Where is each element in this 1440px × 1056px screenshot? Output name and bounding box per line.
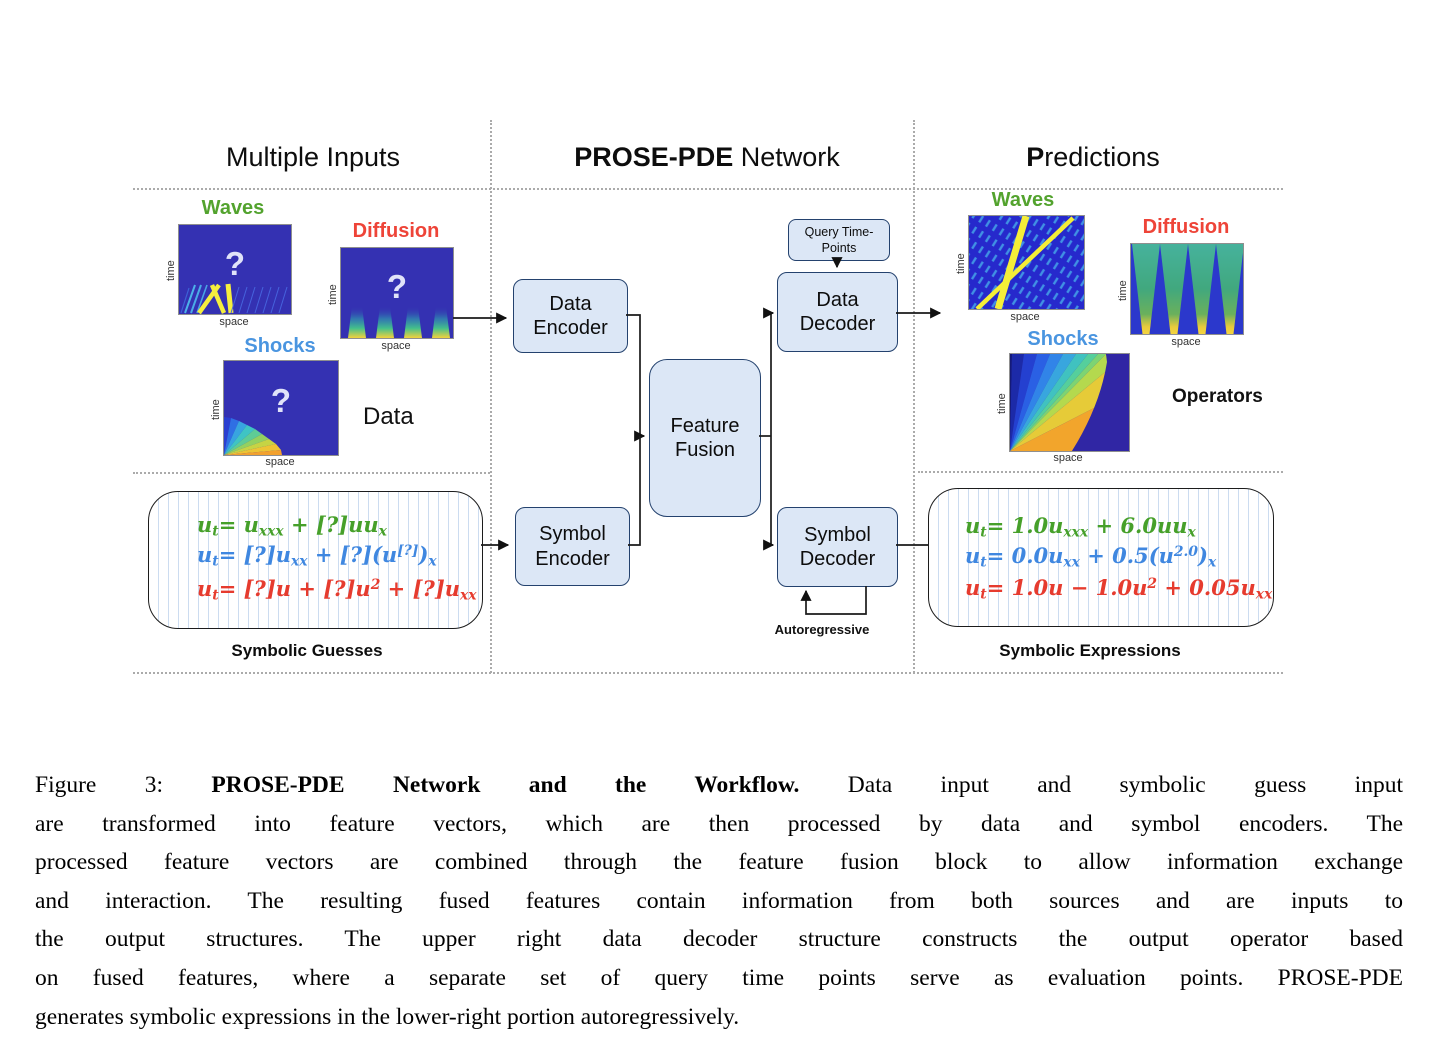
guess-equation-waves: ut= uxxx + [?]uux: [197, 512, 387, 540]
waves-input-space-axis: space: [219, 316, 249, 328]
figure-caption: Figure 3: PROSE-PDE Network and the Work…: [35, 766, 1403, 1036]
waves-prediction-space-axis: space: [1010, 311, 1040, 323]
operators-label: Operators: [1172, 386, 1263, 408]
caption-line-3: processed feature vectors are combined t…: [35, 849, 1403, 876]
header-predictions: Predictions: [1026, 142, 1160, 173]
diffusion-unknown-mark: ?: [386, 267, 408, 305]
caption-line-4: and interaction. The resulting fused fea…: [35, 887, 1403, 914]
shocks-input-plot: [224, 361, 338, 455]
header-prose-pde-network: PROSE-PDE Network: [574, 142, 840, 173]
connector-data-encoder-to-fusion: [626, 314, 646, 442]
symbol-decoder-label: Symbol Decoder: [799, 523, 876, 570]
data-decoder-block: Data Decoder: [777, 272, 898, 352]
diffusion-prediction-heatmap: [1130, 243, 1244, 335]
diffusion-prediction-time-axis: time: [1117, 280, 1129, 301]
header-predictions-bold: P: [1026, 142, 1045, 172]
data-label: Data: [363, 403, 414, 430]
query-time-points-label: Query Time-Points: [804, 224, 874, 255]
connector-fusion-to-symbol-decoder: [763, 436, 775, 551]
query-time-points-block: Query Time-Points: [788, 219, 890, 261]
header-multiple-inputs-text: Multiple Inputs: [225, 142, 401, 172]
shocks-prediction-space-axis: space: [1053, 452, 1083, 464]
divider-bottom: [133, 672, 1283, 674]
symbolic-expressions-caption: Symbolic Expressions: [999, 641, 1180, 661]
diffusion-input-plot: [341, 248, 453, 338]
caption-line-6: on fused features, where a separate set …: [35, 964, 1403, 991]
waves-prediction-plot: [969, 216, 1084, 309]
data-encoder-block: Data Encoder: [513, 279, 628, 353]
caption-figure-number: Figure 3:: [35, 772, 212, 798]
header-multiple-inputs: Multiple Inputs: [226, 142, 400, 173]
data-encoder-label: Data Encoder: [533, 292, 608, 339]
diffusion-input-heatmap: ?: [340, 247, 454, 339]
waves-prediction-heatmap: [968, 215, 1085, 310]
symbolic-expressions-box: ut= 1.0uxxx + 6.0uux ut= 0.0uxx + 0.5(u2…: [928, 488, 1274, 627]
shocks-input-time-axis: time: [210, 399, 222, 420]
waves-input-plot: [179, 225, 291, 314]
expr-caption-s: S: [999, 641, 1011, 660]
divider-top: [133, 188, 1283, 190]
shocks-input-heatmap: ?: [223, 360, 339, 456]
waves-unknown-mark: ?: [224, 244, 246, 282]
waves-input-label: Waves: [201, 197, 265, 219]
data-decoder-label: Data Decoder: [799, 288, 876, 335]
guess-equation-shocks: ut= [?]u + [?]u2 + [?]uxx: [197, 576, 477, 604]
expr-caption-e: E: [1079, 641, 1091, 660]
shocks-prediction-plot: [1010, 354, 1129, 451]
feature-fusion-label: Feature Fusion: [670, 414, 740, 461]
expression-equation-waves: ut= 1.0uxxx + 6.0uux: [965, 513, 1196, 541]
shocks-input-label: Shocks: [244, 335, 316, 357]
shocks-prediction-heatmap: [1009, 353, 1130, 452]
diffusion-prediction-space-axis: space: [1171, 336, 1201, 348]
header-network-rest: Network: [733, 142, 840, 172]
shocks-prediction-label: Shocks: [1027, 328, 1099, 350]
diffusion-prediction-label: Diffusion: [1142, 216, 1230, 238]
caption-line-7: generates symbolic expressions in the lo…: [35, 1003, 740, 1030]
loop-autoregressive: [800, 586, 867, 615]
diffusion-input-space-axis: space: [381, 340, 411, 352]
symbol-encoder-label: Symbol Encoder: [535, 523, 610, 570]
header-network-bold: PROSE-PDE: [574, 142, 734, 172]
shocks-input-space-axis: space: [265, 456, 295, 468]
caption-line-5: the output structures. The upper right d…: [35, 926, 1403, 953]
header-predictions-rest: redictions: [1044, 142, 1160, 172]
expression-equation-shocks: ut= 1.0u − 1.0u2 + 0.05uxx: [965, 575, 1273, 603]
operators-label-bold: O: [1172, 386, 1187, 407]
waves-input-heatmap: ?: [178, 224, 292, 315]
caption-line-1: Figure 3: PROSE-PDE Network and the Work…: [35, 766, 1403, 805]
divider-vertical-left: [490, 120, 492, 673]
expr-caption-xpressions: xpressions: [1090, 641, 1181, 660]
waves-prediction-label: Waves: [991, 189, 1055, 211]
diffusion-prediction-plot: [1131, 244, 1243, 334]
autoregressive-label: Autoregressive: [774, 622, 870, 637]
divider-vertical-right: [913, 120, 915, 673]
caption-title-bold: PROSE-PDE Network and the Workflow.: [211, 772, 800, 798]
divider-mid-right: [918, 471, 1283, 473]
symbol-decoder-block: Symbol Decoder: [777, 507, 898, 587]
caption-line-1-rest: Data input and symbolic guess input: [799, 772, 1403, 798]
guess-equation-diffusion: ut= [?]uxx + [?](u[?])x: [197, 542, 437, 570]
divider-mid-left: [133, 472, 490, 474]
feature-fusion-block: Feature Fusion: [649, 359, 761, 517]
expr-caption-ymbolic: ymbolic: [1010, 641, 1080, 660]
symbol-encoder-block: Symbol Encoder: [515, 507, 630, 586]
symbolic-guesses-box: ut= uxxx + [?]uux ut= [?]uxx + [?](u[?])…: [148, 491, 483, 629]
symbolic-guesses-caption: Symbolic Guesses: [231, 641, 383, 660]
waves-input-time-axis: time: [165, 260, 177, 281]
connector-fusion-to-data-decoder: [763, 307, 775, 436]
waves-prediction-time-axis: time: [955, 253, 967, 274]
caption-line-2: are transformed into feature vectors, wh…: [35, 810, 1403, 837]
operators-label-rest: perators: [1186, 386, 1263, 407]
shocks-prediction-time-axis: time: [996, 393, 1008, 414]
diffusion-input-label: Diffusion: [352, 220, 440, 242]
expression-equation-diffusion: ut= 0.0uxx + 0.5(u2.0)x: [965, 543, 1217, 571]
shocks-unknown-mark: ?: [270, 381, 292, 419]
diffusion-input-time-axis: time: [327, 284, 339, 305]
